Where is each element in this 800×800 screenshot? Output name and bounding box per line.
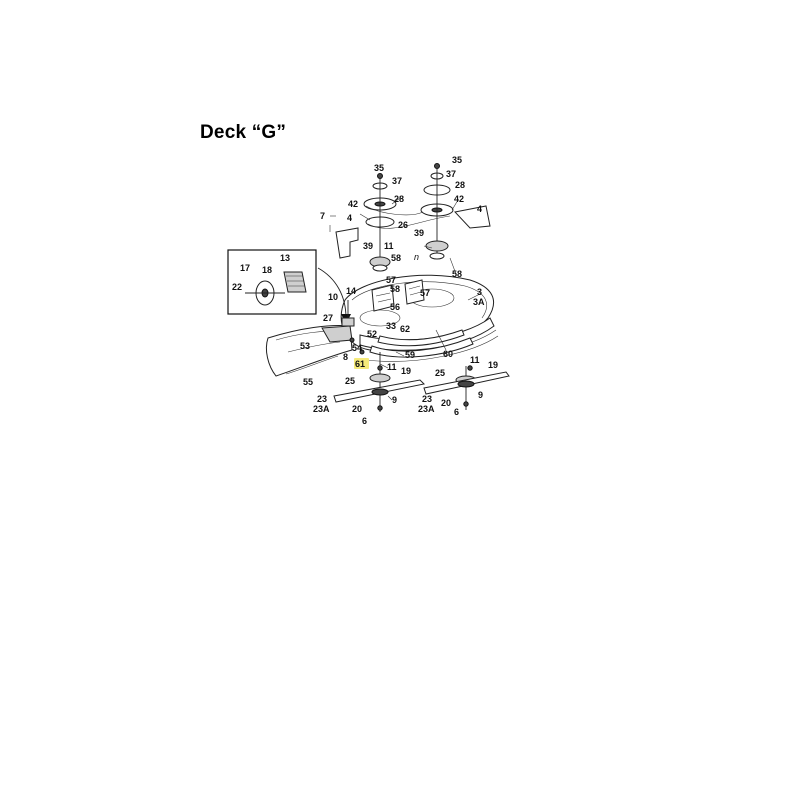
callout-27: 27	[323, 313, 333, 323]
callout-highlight	[354, 358, 369, 369]
callout-20: 20	[441, 398, 451, 408]
callout-25: 25	[435, 368, 445, 378]
callout-11: 11	[470, 355, 480, 365]
callout-3A: 3A	[473, 297, 485, 307]
leader-lines	[330, 197, 481, 401]
callout-4: 4	[477, 204, 482, 214]
callout-58: 58	[390, 284, 400, 294]
left-blade-assembly	[333, 352, 426, 412]
callout-28: 28	[394, 194, 404, 204]
callout-54: 54	[352, 343, 362, 353]
callout-9: 9	[478, 390, 483, 400]
callout-56: 56	[390, 302, 400, 312]
callout-35: 35	[374, 163, 384, 173]
callout-53: 53	[300, 341, 310, 351]
callout-42: 42	[454, 194, 464, 204]
callout-7: 7	[320, 211, 325, 221]
callout-37: 37	[446, 169, 456, 179]
callout-25: 25	[345, 376, 355, 386]
idler-brackets	[329, 205, 491, 259]
callout-6: 6	[362, 416, 367, 426]
callout-19: 19	[488, 360, 498, 370]
callout-55: 55	[303, 377, 313, 387]
callout-20: 20	[352, 404, 362, 414]
callout-23A: 23A	[418, 404, 435, 414]
callout-60: 60	[443, 349, 453, 359]
callout-4: 4	[347, 213, 352, 223]
callout-61: 61	[355, 359, 365, 369]
deck-brackets	[371, 279, 425, 312]
callout-10: 10	[328, 292, 338, 302]
callout-17: 17	[240, 263, 250, 273]
left-pulley-stack	[363, 173, 397, 272]
callout-13: 13	[280, 253, 290, 263]
callout-8: 8	[343, 352, 348, 362]
callout-18: 18	[262, 265, 272, 275]
inset-detail	[227, 249, 317, 315]
inset-arrow	[317, 267, 347, 319]
callout-6: 6	[454, 407, 459, 417]
callout-11: 11	[384, 241, 394, 251]
drive-belt	[365, 205, 451, 229]
callout-59: 59	[405, 350, 415, 360]
callout-58: 58	[391, 253, 401, 263]
baffle-strips	[369, 329, 474, 358]
callout-39: 39	[363, 241, 373, 251]
callout-57: 57	[420, 288, 430, 298]
callout-26: 26	[398, 220, 408, 230]
callout-39: 39	[414, 228, 424, 238]
callout-35: 35	[452, 155, 462, 165]
callout-14: 14	[346, 286, 356, 296]
chute-hardware	[341, 300, 365, 355]
callout-37: 37	[392, 176, 402, 186]
callout-22: 22	[232, 282, 242, 292]
callout-33: 33	[386, 321, 396, 331]
callout-28: 28	[455, 180, 465, 190]
callout-23: 23	[317, 394, 327, 404]
callout-3: 3	[477, 287, 482, 297]
callout-11: 11	[387, 362, 397, 372]
callout-n: n	[414, 252, 419, 262]
callout-62: 62	[400, 324, 410, 334]
callout-58: 58	[452, 269, 462, 279]
callout-19: 19	[401, 366, 411, 376]
callout-42: 42	[348, 199, 358, 209]
callout-57: 57	[386, 275, 396, 285]
callout-23: 23	[422, 394, 432, 404]
right-blade-assembly	[423, 365, 510, 410]
callout-9: 9	[392, 395, 397, 405]
diagram-title: Deck “G”	[200, 122, 287, 143]
callout-23A: 23A	[313, 404, 330, 414]
callout-labels: 35 37 28 42 26 35 37 28 42 4 7 4 39 11 5…	[232, 155, 498, 426]
callout-52: 52	[367, 329, 377, 339]
right-pulley-stack	[420, 163, 454, 260]
